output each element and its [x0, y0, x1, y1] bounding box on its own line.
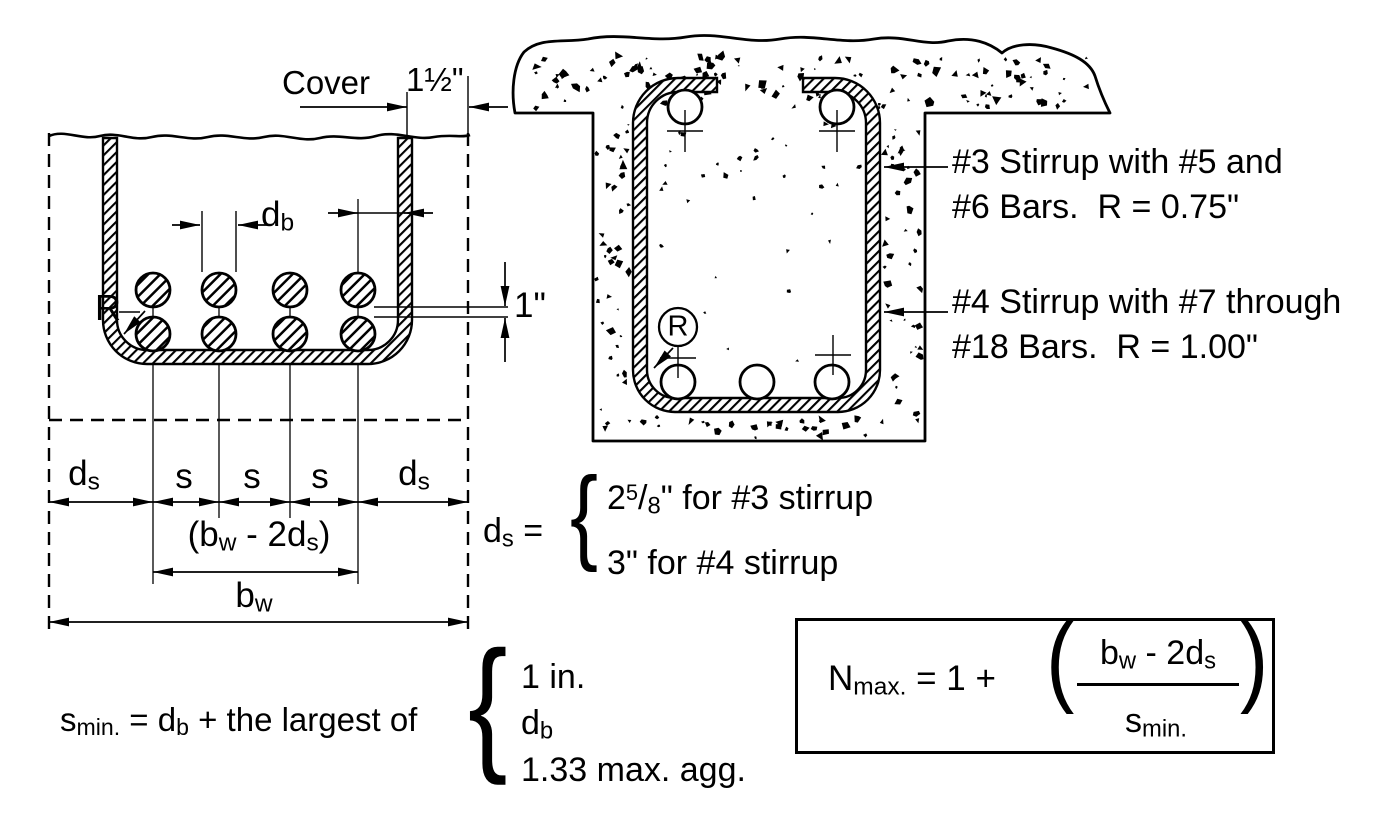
rebar-bar [813, 363, 851, 401]
ds-formula-lhs: ds = [483, 512, 544, 553]
spacing-label-2: s [243, 457, 261, 496]
rebar-bar [134, 271, 172, 309]
web-width-label: bw [235, 576, 273, 618]
smin-formula-brace: { [468, 621, 508, 786]
ds-left-label: ds [68, 454, 100, 496]
bar-diameter-label: db [261, 195, 295, 237]
smin-option-2: db [521, 704, 554, 745]
stirrup3-note-line2: #6 Bars. R = 0.75" [952, 188, 1240, 226]
bend-radius-label-right: R [667, 310, 689, 343]
rebar-grid-left [134, 271, 377, 353]
nmax-paren-open: ( [1046, 603, 1075, 715]
rebar-bar [200, 271, 238, 309]
nmax-numerator: bw - 2ds [1099, 634, 1217, 675]
rebar-bar [339, 315, 377, 353]
stirrup-right [631, 76, 882, 414]
rebar-bar [271, 315, 309, 353]
dimension-arrows [49, 102, 948, 627]
cover-label: Cover [282, 64, 371, 101]
stirrup4-note-line1: #4 Stirrup with #7 through [952, 283, 1342, 321]
rebar-bar [134, 315, 172, 353]
beam-dashed-outline [47, 133, 470, 631]
concrete-speckles [532, 50, 1089, 441]
stirrup-left [101, 136, 414, 366]
ds-formula-brace: { [570, 456, 599, 573]
smin-option-3: 1.33 max. agg. [521, 751, 746, 789]
extension-lines [119, 76, 855, 378]
concrete-tbeam-outline [511, 34, 1112, 443]
ds-right-label: ds [398, 454, 430, 496]
nmax-denominator: smin. [1125, 702, 1187, 743]
nmax-paren-close: ) [1240, 603, 1269, 715]
bar-centerlines [152, 199, 359, 584]
stirrup4-note-line2: #18 Bars. R = 1.00" [952, 328, 1258, 366]
spacing-label-3: s [311, 457, 329, 496]
spacing-label-1: s [175, 457, 193, 496]
rebar-bar [200, 315, 238, 353]
bend-radius-label-left: R [95, 287, 121, 328]
nmax-fraction-bar [1077, 683, 1239, 686]
stirrup3-note-line1: #3 Stirrup with #5 and [952, 143, 1283, 181]
smin-formula-lhs: smin. = db + the largest of [60, 701, 418, 741]
top-bars-right [666, 88, 856, 126]
rebar-bar [339, 271, 377, 309]
nmax-formula-box [795, 618, 1275, 754]
bar-gap-dimension: 1" [514, 286, 546, 325]
nmax-formula-lhs: Nmax. = 1 + [828, 659, 1006, 701]
ds-formula-option1: 25/8" for #3 stirrup [607, 479, 874, 520]
inner-width-label: (bw - 2ds) [187, 515, 331, 557]
rebar-bar [738, 363, 776, 401]
break-line-wavy [48, 132, 471, 141]
rebar-bar [271, 271, 309, 309]
ds-formula-option2: 3" for #4 stirrup [607, 544, 839, 582]
bottom-bars-right [659, 363, 851, 401]
cover-dimension: 1½" [406, 61, 464, 98]
smin-option-1: 1 in. [521, 658, 586, 696]
